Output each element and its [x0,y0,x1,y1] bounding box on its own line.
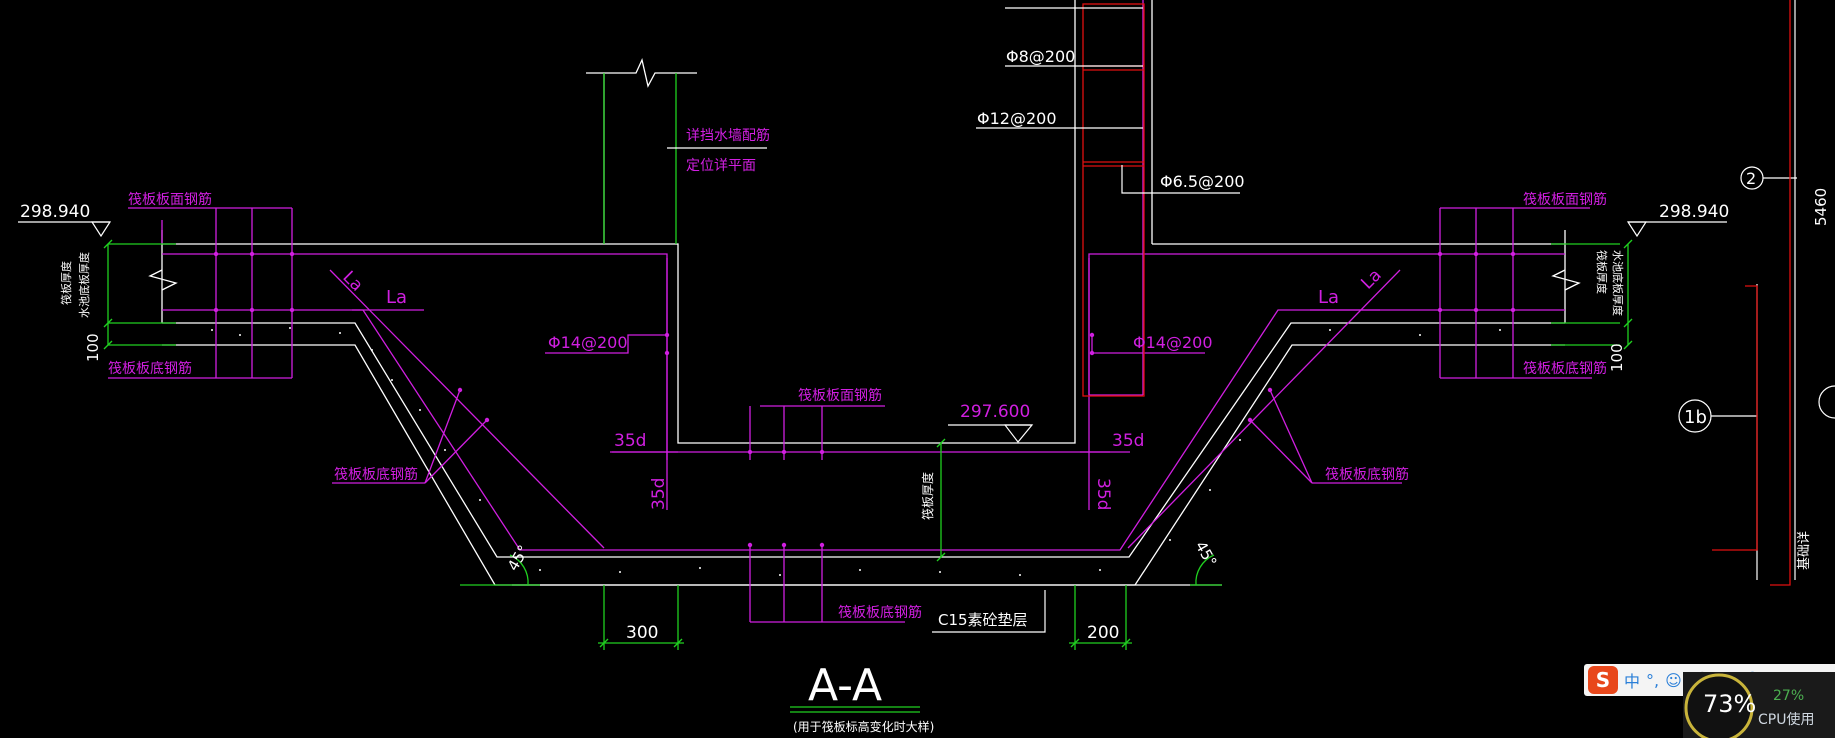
elevation-left: 298.940 [20,202,90,222]
rebar-phi8: Φ8@200 [1006,47,1075,66]
dim-200: 200 [1087,623,1119,643]
rebar-phi12: Φ12@200 [977,109,1057,128]
left-top-rebar [162,253,668,460]
right-red-lines [1712,0,1791,586]
dimension-ticks [103,239,1633,648]
note-pit-top-bar: 筏板板面钢筋 [798,387,882,404]
dim-5460: 5460 [1812,188,1830,226]
dim-35d-right-v: 35d [1093,478,1113,510]
note-raft-bottom-right: 筏板板底钢筋 [1523,360,1607,377]
concrete-outline [148,0,1581,586]
raft-underside-line [162,344,1565,586]
text-labels: 298.940 298.940 297.600 Φ8@200 Φ12@200 Φ… [20,47,1830,734]
concrete-hatch [211,327,1501,576]
rebar-phi14-left: Φ14@200 [548,333,628,352]
note-wall-detail-2: 定位详平面 [686,158,756,174]
grid-marker-1b: 1b [1684,407,1707,428]
note-raft-bottom-left: 筏板板底钢筋 [108,360,192,377]
note-left-side-2: 水池底板厚度 [77,252,91,318]
section-title: A-A [808,660,882,711]
dim-100-left: 100 [84,333,102,362]
left-slope-top-rebar [329,269,605,549]
cpu-percent: 73% [1703,690,1757,718]
note-pit-bottom-bar: 筏板板底钢筋 [838,604,922,621]
note-raft-thickness: 筏板厚度 [920,472,935,520]
dim-angle-left: 45° [504,542,533,574]
concrete-bottom-line [162,322,1565,558]
dimension-lines [107,73,1629,713]
rebar-phi14-right: Φ14@200 [1133,333,1213,352]
dim-la-left-2: La [386,287,407,308]
note-raft-top-left: 筏板板面钢筋 [128,191,212,208]
left-break-symbol [148,269,178,291]
right-top-rebar [1088,253,1565,460]
elevation-right: 298.940 [1659,202,1729,222]
note-right-edge: 基础详 [1797,531,1812,570]
left-raft-top-line [162,0,1076,444]
sogou-logo-icon[interactable]: S [1588,666,1618,694]
rebar-lines [108,0,1592,623]
dim-300: 300 [626,623,658,643]
white-leaders [18,0,1835,633]
note-cushion: C15素砼垫层 [938,611,1028,629]
cpu-label: CPU使用 [1758,712,1815,728]
note-wall-detail-1: 详挡水墙配筋 [686,127,770,144]
dim-la-left-1: La [338,267,366,295]
right-break-symbol [1551,269,1581,291]
ime-language-toggle[interactable]: 中 [1624,672,1641,691]
emoji-icon[interactable]: ☺ [1665,670,1682,690]
cpu-usage-widget[interactable] [1683,672,1835,738]
dim-100-right: 100 [1608,343,1626,372]
note-slope-bottom-left: 筏板板底钢筋 [334,466,418,483]
left-bottom-rebar [162,309,1565,551]
cpu-gauge-ring [1684,673,1754,738]
rebar-dots [213,251,1516,548]
rebar-phi6-5: Φ6.5@200 [1160,172,1245,191]
note-right-side-2: 水池底板厚度 [1611,250,1625,316]
note-slope-bottom-right: 筏板板底钢筋 [1325,466,1409,483]
wall-break-symbol [586,58,697,88]
dim-35d-left-v: 35d [649,478,669,510]
section-subtitle: (用于筏板标高变化时大样) [793,719,934,734]
dim-35d-left-h: 35d [614,431,646,451]
note-left-side-1: 筏板厚度 [59,261,73,305]
note-raft-top-right: 筏板板面钢筋 [1523,191,1607,208]
dim-angle-right: 45° [1192,538,1221,570]
note-right-side-1: 筏板厚度 [1595,250,1609,294]
dim-35d-right-h: 35d [1112,431,1144,451]
ime-punctuation-toggle[interactable]: °, [1646,670,1660,690]
grid-marker-2: 2 [1746,169,1756,188]
elevation-pit-bottom: 297.600 [960,402,1030,422]
cpu-small-percent: 27% [1773,688,1805,704]
dim-la-right-1: La [1318,287,1339,308]
right-slope-top-rebar [1127,269,1401,549]
